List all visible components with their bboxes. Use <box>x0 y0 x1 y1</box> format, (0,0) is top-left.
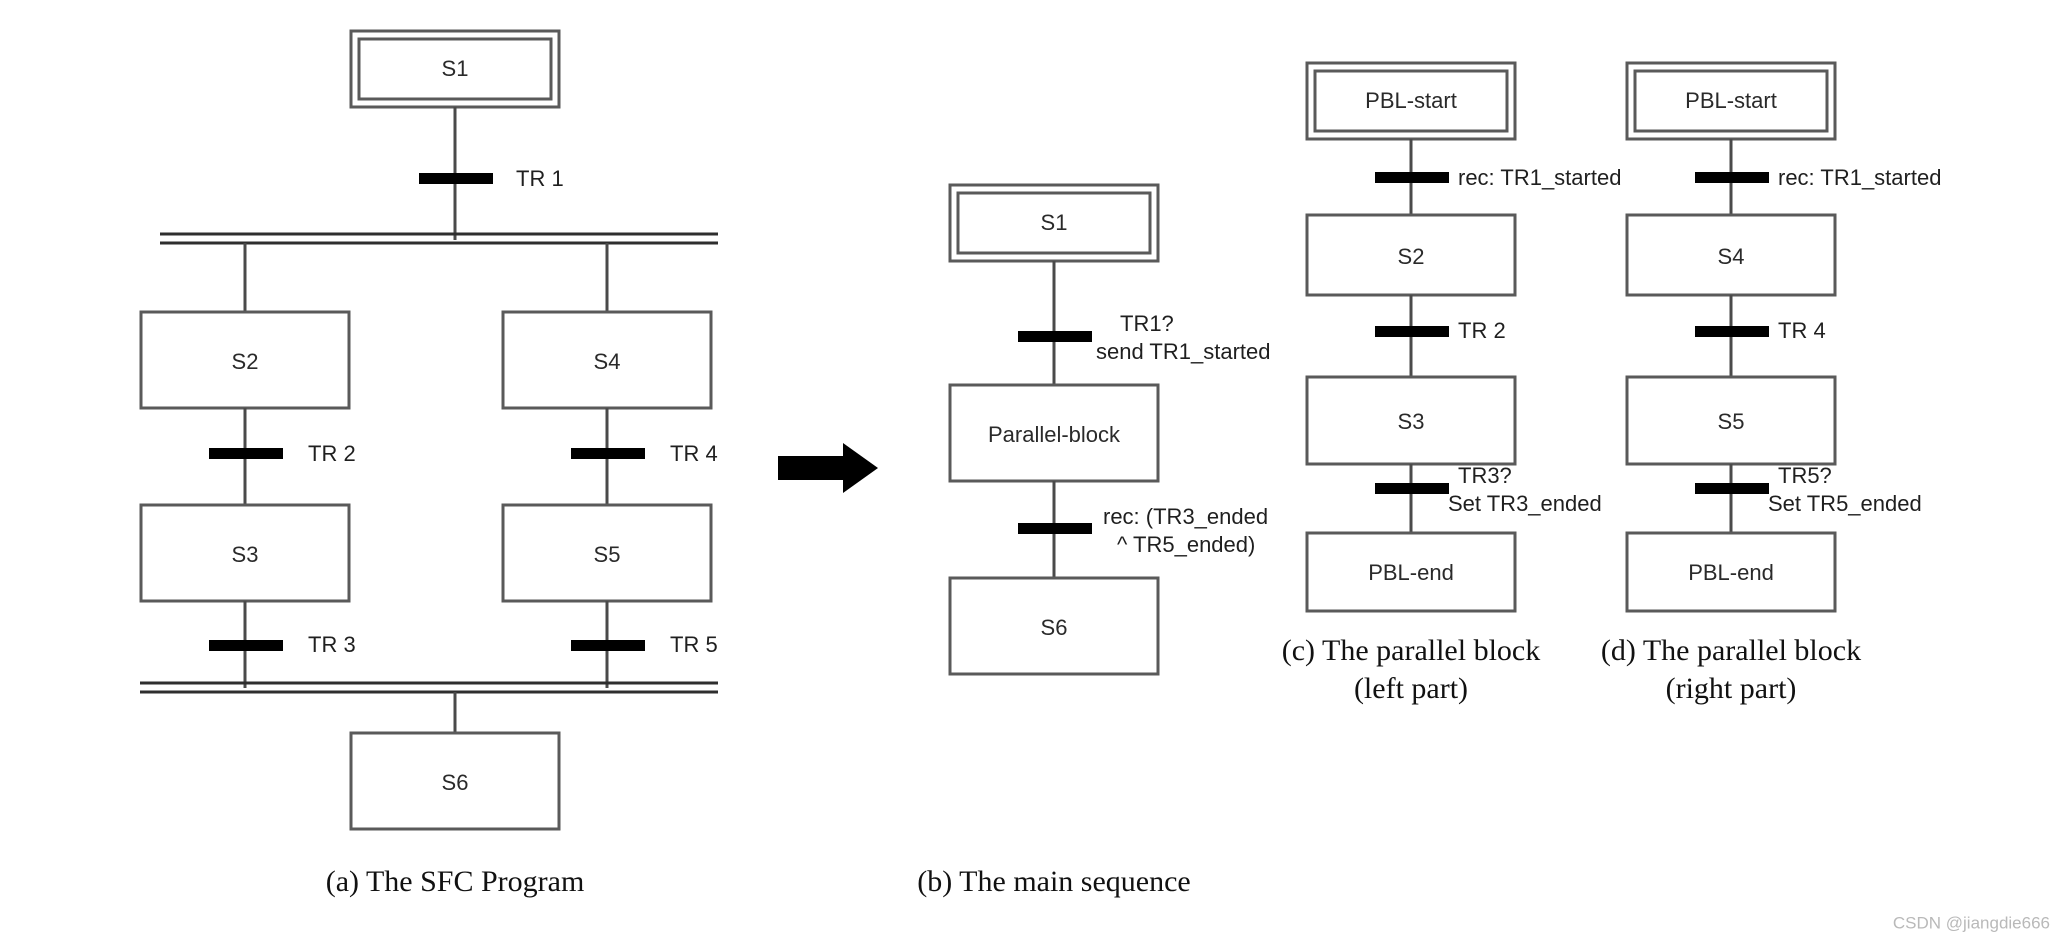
panel-c-transition-t3-line2: Set TR3_ended <box>1448 491 1602 516</box>
panel-d-caption-line1: (d) The parallel block <box>1601 634 1861 667</box>
panel-c: PBL-start rec: TR1_started S2 TR 2 S3 TR… <box>1282 61 1621 705</box>
panel-d-step-end[interactable]: PBL-end <box>1625 531 1837 613</box>
panel-d-transition-t3-line1: TR5? <box>1778 463 1832 488</box>
panel-b-step-s6-label: S6 <box>1041 615 1068 640</box>
panel-d-step-end-label: PBL-end <box>1688 560 1774 585</box>
panel-c-caption-line2: (left part) <box>1354 672 1468 705</box>
panel-b-transition-t1-line2: send TR1_started <box>1096 339 1270 364</box>
panel-d-step-s4[interactable]: S4 <box>1625 213 1837 297</box>
panel-c-step-end-label: PBL-end <box>1368 560 1454 585</box>
panel-a-transition-tr2-bar[interactable] <box>209 448 283 459</box>
panel-a-transition-tr1-bar[interactable] <box>419 173 493 184</box>
panel-d-step-start-label: PBL-start <box>1685 88 1777 113</box>
panel-d-caption-line2: (right part) <box>1666 672 1797 705</box>
panel-a-step-s4[interactable]: S4 <box>501 310 713 410</box>
panel-a-transition-tr3-label: TR 3 <box>308 632 356 657</box>
panel-a-step-s5[interactable]: S5 <box>501 503 713 603</box>
panel-c-step-start[interactable]: PBL-start <box>1305 61 1517 141</box>
panel-b-transition-t2-line2: ^ TR5_ended) <box>1117 532 1255 557</box>
panel-a: S1 TR 1 S2 S4 TR 2 TR 4 <box>139 29 718 898</box>
panel-d-step-start[interactable]: PBL-start <box>1625 61 1837 141</box>
panel-c-caption-line1: (c) The parallel block <box>1282 634 1541 667</box>
panel-a-step-s2-label: S2 <box>232 349 259 374</box>
panel-a-step-s4-label: S4 <box>594 349 621 374</box>
panel-d-transition-t2-label: TR 4 <box>1778 318 1826 343</box>
panel-b-caption: (b) The main sequence <box>917 865 1191 898</box>
panel-d-step-s4-label: S4 <box>1718 244 1745 269</box>
panel-c-transition-t1-bar[interactable] <box>1375 172 1449 183</box>
panel-b: S1 TR1? send TR1_started Parallel-block … <box>917 183 1270 898</box>
panel-b-step-parallel-block-label: Parallel-block <box>988 422 1121 447</box>
panel-a-step-s2[interactable]: S2 <box>139 310 351 410</box>
panel-a-transition-tr3-bar[interactable] <box>209 640 283 651</box>
panel-b-step-s1-label: S1 <box>1041 210 1068 235</box>
panel-a-transition-tr4-label: TR 4 <box>670 441 718 466</box>
panel-b-transition-t2-line1: rec: (TR3_ended <box>1103 504 1268 529</box>
panel-a-step-s6-label: S6 <box>442 770 469 795</box>
panel-a-step-s6[interactable]: S6 <box>349 731 561 831</box>
panel-b-transition-t1-line1: TR1? <box>1120 311 1174 336</box>
panel-c-transition-t3-line1: TR3? <box>1458 463 1512 488</box>
panel-c-step-s3-label: S3 <box>1398 409 1425 434</box>
panel-d-transition-t1-bar[interactable] <box>1695 172 1769 183</box>
panel-a-transition-tr1-label: TR 1 <box>516 166 564 191</box>
watermark-text: CSDN @jiangdie666 <box>1893 913 2050 932</box>
panel-b-transition-t2-bar[interactable] <box>1018 523 1092 534</box>
panel-d-step-s5-label: S5 <box>1718 409 1745 434</box>
panel-b-step-s6[interactable]: S6 <box>948 576 1160 676</box>
panel-a-step-s1-label: S1 <box>442 56 469 81</box>
panel-a-transition-tr5-bar[interactable] <box>571 640 645 651</box>
panel-d: PBL-start rec: TR1_started S4 TR 4 S5 TR… <box>1601 61 1941 705</box>
panel-a-caption: (a) The SFC Program <box>326 865 585 898</box>
panel-d-transition-t2-bar[interactable] <box>1695 326 1769 337</box>
panel-d-transition-t1-label: rec: TR1_started <box>1778 165 1941 190</box>
transform-arrow-icon <box>778 443 878 493</box>
panel-c-step-end[interactable]: PBL-end <box>1305 531 1517 613</box>
panel-b-step-parallel-block[interactable]: Parallel-block <box>948 383 1160 483</box>
panel-c-transition-t1-label: rec: TR1_started <box>1458 165 1621 190</box>
panel-c-transition-t2-label: TR 2 <box>1458 318 1506 343</box>
panel-c-transition-t2-bar[interactable] <box>1375 326 1449 337</box>
panel-a-step-s3-label: S3 <box>232 542 259 567</box>
panel-a-transition-tr4-bar[interactable] <box>571 448 645 459</box>
panel-d-transition-t3-bar[interactable] <box>1695 483 1769 494</box>
panel-b-transition-t1-bar[interactable] <box>1018 331 1092 342</box>
panel-a-transition-tr2-label: TR 2 <box>308 441 356 466</box>
panel-c-step-s2-label: S2 <box>1398 244 1425 269</box>
panel-a-transition-tr5-label: TR 5 <box>670 632 718 657</box>
panel-c-step-s2[interactable]: S2 <box>1305 213 1517 297</box>
panel-c-step-start-label: PBL-start <box>1365 88 1457 113</box>
panel-c-step-s3[interactable]: S3 <box>1305 375 1517 466</box>
panel-c-transition-t3-bar[interactable] <box>1375 483 1449 494</box>
panel-a-step-s5-label: S5 <box>594 542 621 567</box>
panel-d-step-s5[interactable]: S5 <box>1625 375 1837 466</box>
panel-a-step-s1[interactable]: S1 <box>349 29 561 109</box>
panel-b-step-s1[interactable]: S1 <box>948 183 1160 263</box>
panel-d-transition-t3-line2: Set TR5_ended <box>1768 491 1922 516</box>
panel-a-step-s3[interactable]: S3 <box>139 503 351 603</box>
